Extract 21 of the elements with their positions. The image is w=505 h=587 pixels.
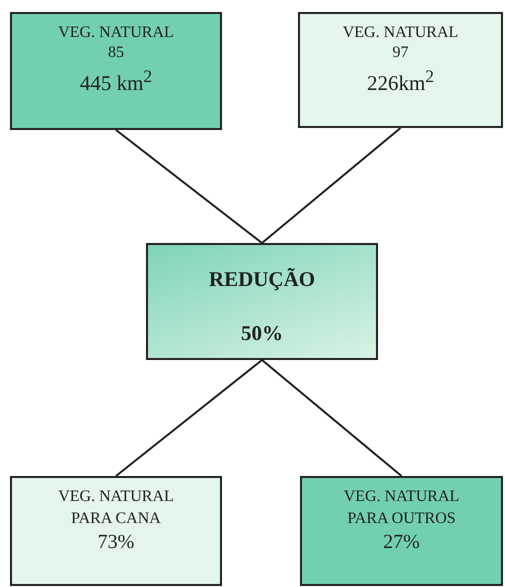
data-box: [300, 476, 503, 586]
box-value: 50%: [240, 321, 284, 346]
box-label: VEG. NATURAL: [57, 24, 175, 42]
data-box: [10, 476, 222, 586]
connector-line: [261, 359, 402, 477]
box-label: VEG. NATURAL PARA OUTROS: [342, 487, 460, 530]
data-box: [298, 12, 503, 128]
box-label: REDUÇÃO: [208, 267, 316, 292]
data-box: [146, 243, 378, 360]
connector-line: [261, 127, 402, 244]
box-label: VEG. NATURAL PARA CANA: [57, 487, 175, 530]
box-label: VEG. NATURAL: [342, 24, 460, 42]
connector-line: [115, 129, 263, 244]
box-value: 445 km$^{2}$: [78, 66, 154, 96]
data-box: [10, 12, 222, 130]
box-value: 73%: [96, 531, 136, 554]
box-value: 97: [392, 44, 410, 62]
box-value: 226km$^{2}$: [366, 66, 436, 96]
box-value: 85: [107, 44, 125, 62]
box-value: 27%: [382, 531, 421, 554]
connector-line: [115, 359, 263, 477]
